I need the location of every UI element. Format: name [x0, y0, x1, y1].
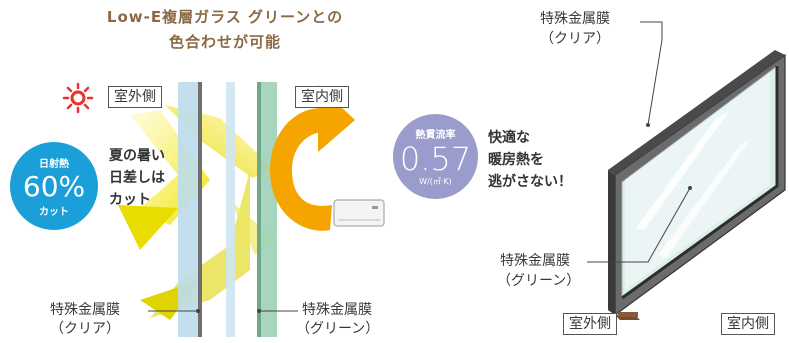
- heat-transmittance-value: 0.57: [399, 140, 472, 178]
- heat-transmittance-label: 熱貫流率: [415, 130, 456, 141]
- sun-icon: [62, 82, 94, 114]
- title-line2: 色合わせが可能: [168, 33, 281, 51]
- film-green-left-line2: （グリーン）: [296, 321, 380, 337]
- green-film-layer: [257, 82, 261, 337]
- summer-text-3: カット: [109, 192, 151, 208]
- film-clear-right-line1: 特殊金属膜: [540, 11, 610, 27]
- film-clear-right-line2: （クリア）: [540, 31, 610, 47]
- outer-glass-pane: [178, 82, 198, 337]
- film-green-left-line1: 特殊金属膜: [302, 302, 372, 318]
- inner-glass-pane: [261, 82, 277, 337]
- outdoor-label-left: 室外側: [108, 86, 162, 108]
- summer-text-1: 夏の暑い: [109, 148, 165, 164]
- heat-transmittance-unit: W/(㎡·K): [419, 177, 452, 186]
- film-clear-left-line2: （クリア）: [50, 321, 120, 337]
- film-green-right-line1: 特殊金属膜: [500, 253, 570, 269]
- warm-text-3: 逃がさない！: [488, 174, 572, 190]
- solar-heat-cut-label: カット: [39, 207, 69, 218]
- solar-heat-value: 60%: [22, 170, 86, 203]
- summer-text-2: 日差しは: [109, 170, 165, 186]
- title-line1: Low-E複層ガラス グリーンとの: [106, 8, 344, 26]
- window-perspective-diagram: [587, 21, 786, 320]
- solar-heat-cut-badge: 日射熱 60% カット: [10, 142, 98, 230]
- solar-heat-label: 日射熱: [39, 159, 69, 170]
- outdoor-label-right: 室外側: [563, 313, 617, 335]
- glass-section-diagram: [62, 82, 385, 337]
- clear-film-layer: [198, 82, 202, 337]
- film-green-right-line2: （グリーン）: [497, 273, 581, 289]
- air-layer: [226, 82, 235, 337]
- indoor-label-left: 室内側: [295, 86, 349, 108]
- heater-icon: [333, 199, 385, 227]
- warm-text-1: 快適な: [488, 130, 530, 146]
- indoor-label-right: 室内側: [721, 313, 775, 335]
- warm-text-2: 暖房熱を: [488, 152, 544, 168]
- film-clear-left-line1: 特殊金属膜: [50, 302, 120, 318]
- heat-transmittance-badge: 熱貫流率 0.57 W/(㎡·K): [393, 114, 478, 199]
